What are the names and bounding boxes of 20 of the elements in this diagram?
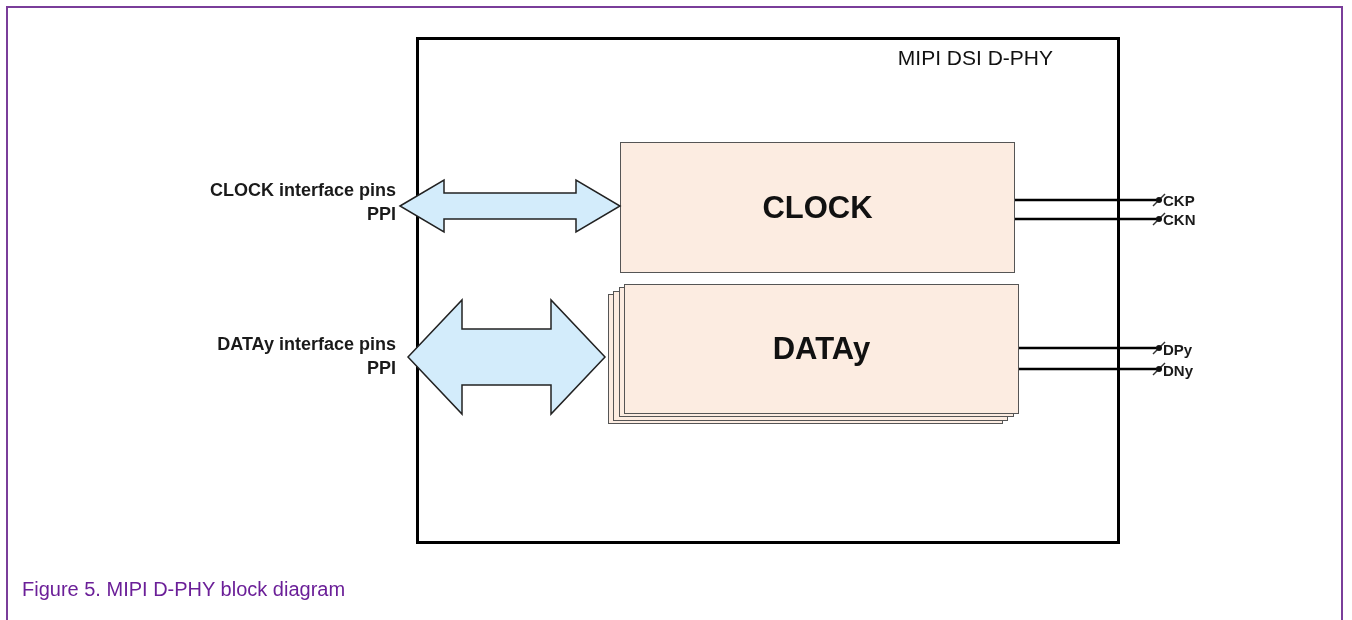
interface-label: PPI (367, 357, 396, 380)
signal-line (1015, 193, 1166, 207)
pin-label: DNy (1163, 361, 1193, 379)
pin-label: CKP (1163, 191, 1195, 209)
interface-label: DATAy interface pins (217, 333, 396, 356)
block-label: CLOCK (762, 189, 873, 226)
pin-label: CKN (1163, 210, 1196, 228)
signal-line (1019, 362, 1166, 376)
signal-line (1015, 212, 1166, 226)
module-title: MIPI DSI D-PHY (897, 46, 1053, 70)
figure-caption: Figure 5. MIPI D-PHY block diagram (22, 578, 346, 601)
clock-block (620, 142, 1015, 273)
signal-line (1019, 341, 1166, 355)
interface-label: PPI (367, 203, 396, 226)
block-arrow (398, 178, 622, 234)
module-box (416, 37, 1120, 544)
interface-label: CLOCK interface pins (209, 179, 396, 202)
block-label: DATAy (772, 331, 871, 367)
block-arrow (406, 298, 607, 416)
pin-label: DPy (1163, 340, 1193, 358)
